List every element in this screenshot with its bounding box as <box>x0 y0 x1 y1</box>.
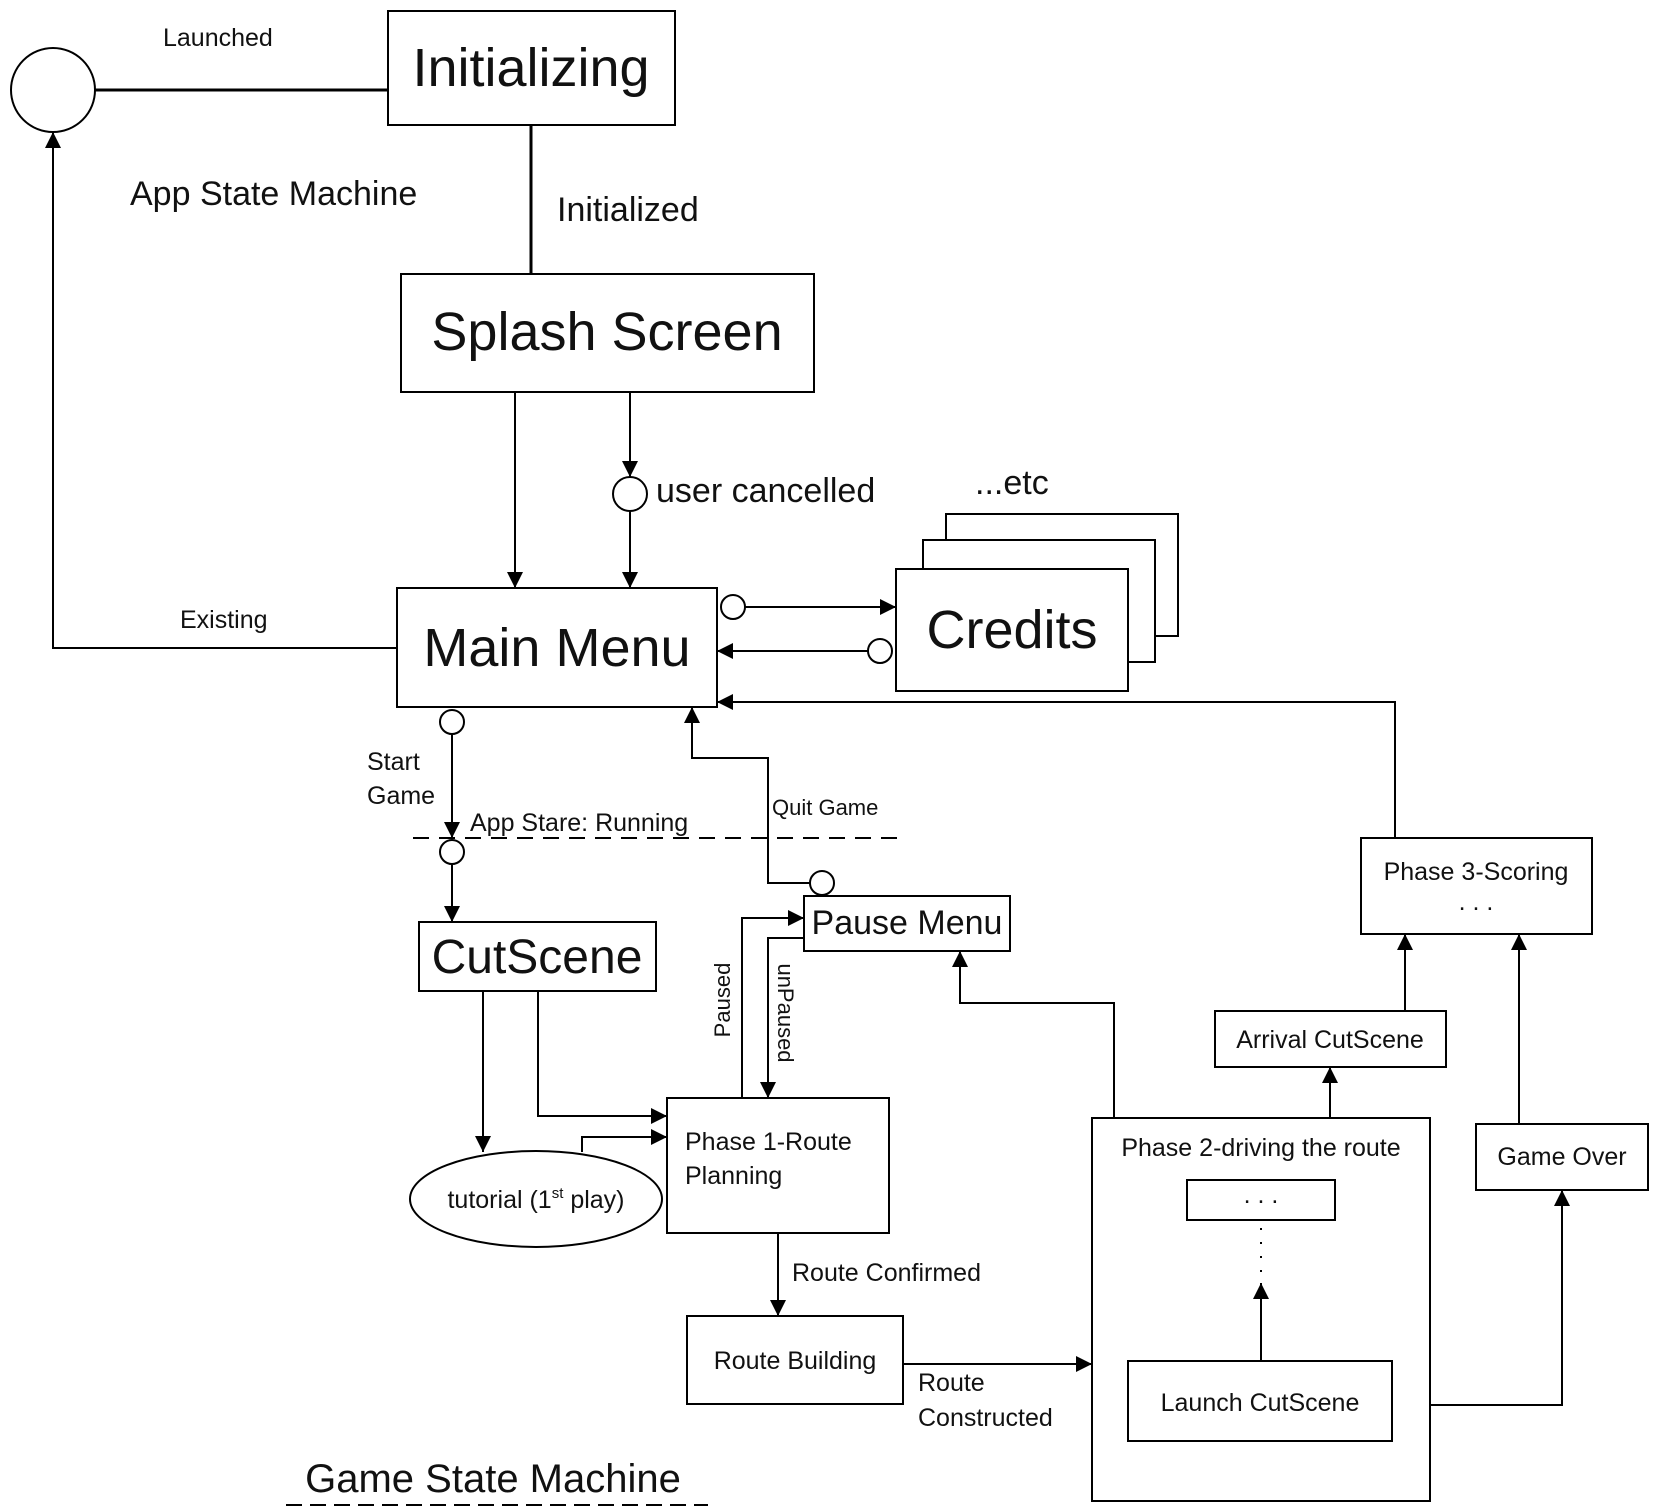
phase2-to-pause-edge <box>952 951 1115 1118</box>
app-state-machine-title: App State Machine <box>130 175 417 213</box>
quit-game-label: Quit Game <box>772 795 878 820</box>
initializing-label: Initializing <box>412 38 649 98</box>
pause-menu-state <box>803 895 1011 952</box>
route-constructed-label-2: Constructed <box>918 1404 1053 1432</box>
phase1-label-1: Phase 1-Route <box>685 1128 852 1156</box>
credits-label: Credits <box>926 600 1097 660</box>
existing-label: Existing <box>180 606 268 634</box>
etc-label: ...etc <box>975 464 1049 502</box>
quit-game-edge <box>684 707 810 884</box>
start-node <box>10 47 96 133</box>
phase3-state <box>1360 837 1593 935</box>
unpaused-edge <box>760 937 804 1098</box>
game-over-state <box>1475 1123 1649 1191</box>
phase1-state <box>666 1097 890 1234</box>
phase1-label-2: Planning <box>685 1162 782 1190</box>
user-cancelled-label: user cancelled <box>656 472 875 510</box>
running-entry-node <box>439 839 465 865</box>
splash-screen-state <box>400 273 815 393</box>
splash-screen-label: Splash Screen <box>431 302 782 362</box>
start-game-node <box>439 709 465 735</box>
paused-edge <box>741 910 804 1098</box>
tutorial-label: tutorial (1st play) <box>447 1185 624 1214</box>
from-credits-node <box>867 638 893 664</box>
launch-cutscene-label: Launch CutScene <box>1161 1389 1360 1417</box>
initialized-label: Initialized <box>557 191 699 229</box>
tutorial-state <box>409 1150 663 1248</box>
launched-label: Launched <box>163 24 273 52</box>
credits-state <box>895 568 1129 692</box>
app-state-running-label: App Stare: Running <box>470 809 688 837</box>
phase3-label-2: . . . <box>1459 888 1494 916</box>
phase2-substate <box>1186 1179 1336 1221</box>
phase2-label: Phase 2-driving the route <box>1121 1134 1400 1162</box>
start-game-label-1: Start <box>367 748 420 776</box>
route-constructed-label-1: Route <box>918 1369 985 1397</box>
cutscene-state <box>418 921 657 992</box>
pause-menu-label: Pause Menu <box>812 904 1003 942</box>
cutscene-to-phase1-edge <box>537 991 667 1124</box>
existing-edge <box>45 132 397 649</box>
unpaused-label: unPaused <box>773 963 798 1062</box>
to-credits-node <box>720 594 746 620</box>
cutscene-label: CutScene <box>432 931 643 984</box>
phase2-to-gameover-edge <box>1430 1190 1570 1406</box>
phase3-to-main-edge <box>717 694 1396 838</box>
main-menu-state <box>396 587 718 708</box>
route-building-label: Route Building <box>714 1347 877 1375</box>
quit-game-node <box>809 870 835 896</box>
paused-label: Paused <box>710 963 735 1038</box>
game-state-machine-title: Game State Machine <box>305 1457 681 1501</box>
phase3-label-1: Phase 3-Scoring <box>1384 858 1569 886</box>
route-confirmed-label: Route Confirmed <box>792 1259 981 1287</box>
route-building-state <box>686 1315 904 1405</box>
phase2-substate-dots: . . . <box>1244 1181 1279 1209</box>
user-cancelled-node <box>612 476 648 512</box>
tutorial-to-phase1-edge <box>581 1129 667 1152</box>
launch-cutscene-state <box>1127 1360 1393 1442</box>
arrival-cutscene-label: Arrival CutScene <box>1236 1026 1424 1054</box>
arrival-cutscene-state <box>1214 1010 1447 1068</box>
start-game-label-2: Game <box>367 782 435 810</box>
main-menu-label: Main Menu <box>423 618 690 678</box>
game-over-label: Game Over <box>1497 1143 1626 1171</box>
